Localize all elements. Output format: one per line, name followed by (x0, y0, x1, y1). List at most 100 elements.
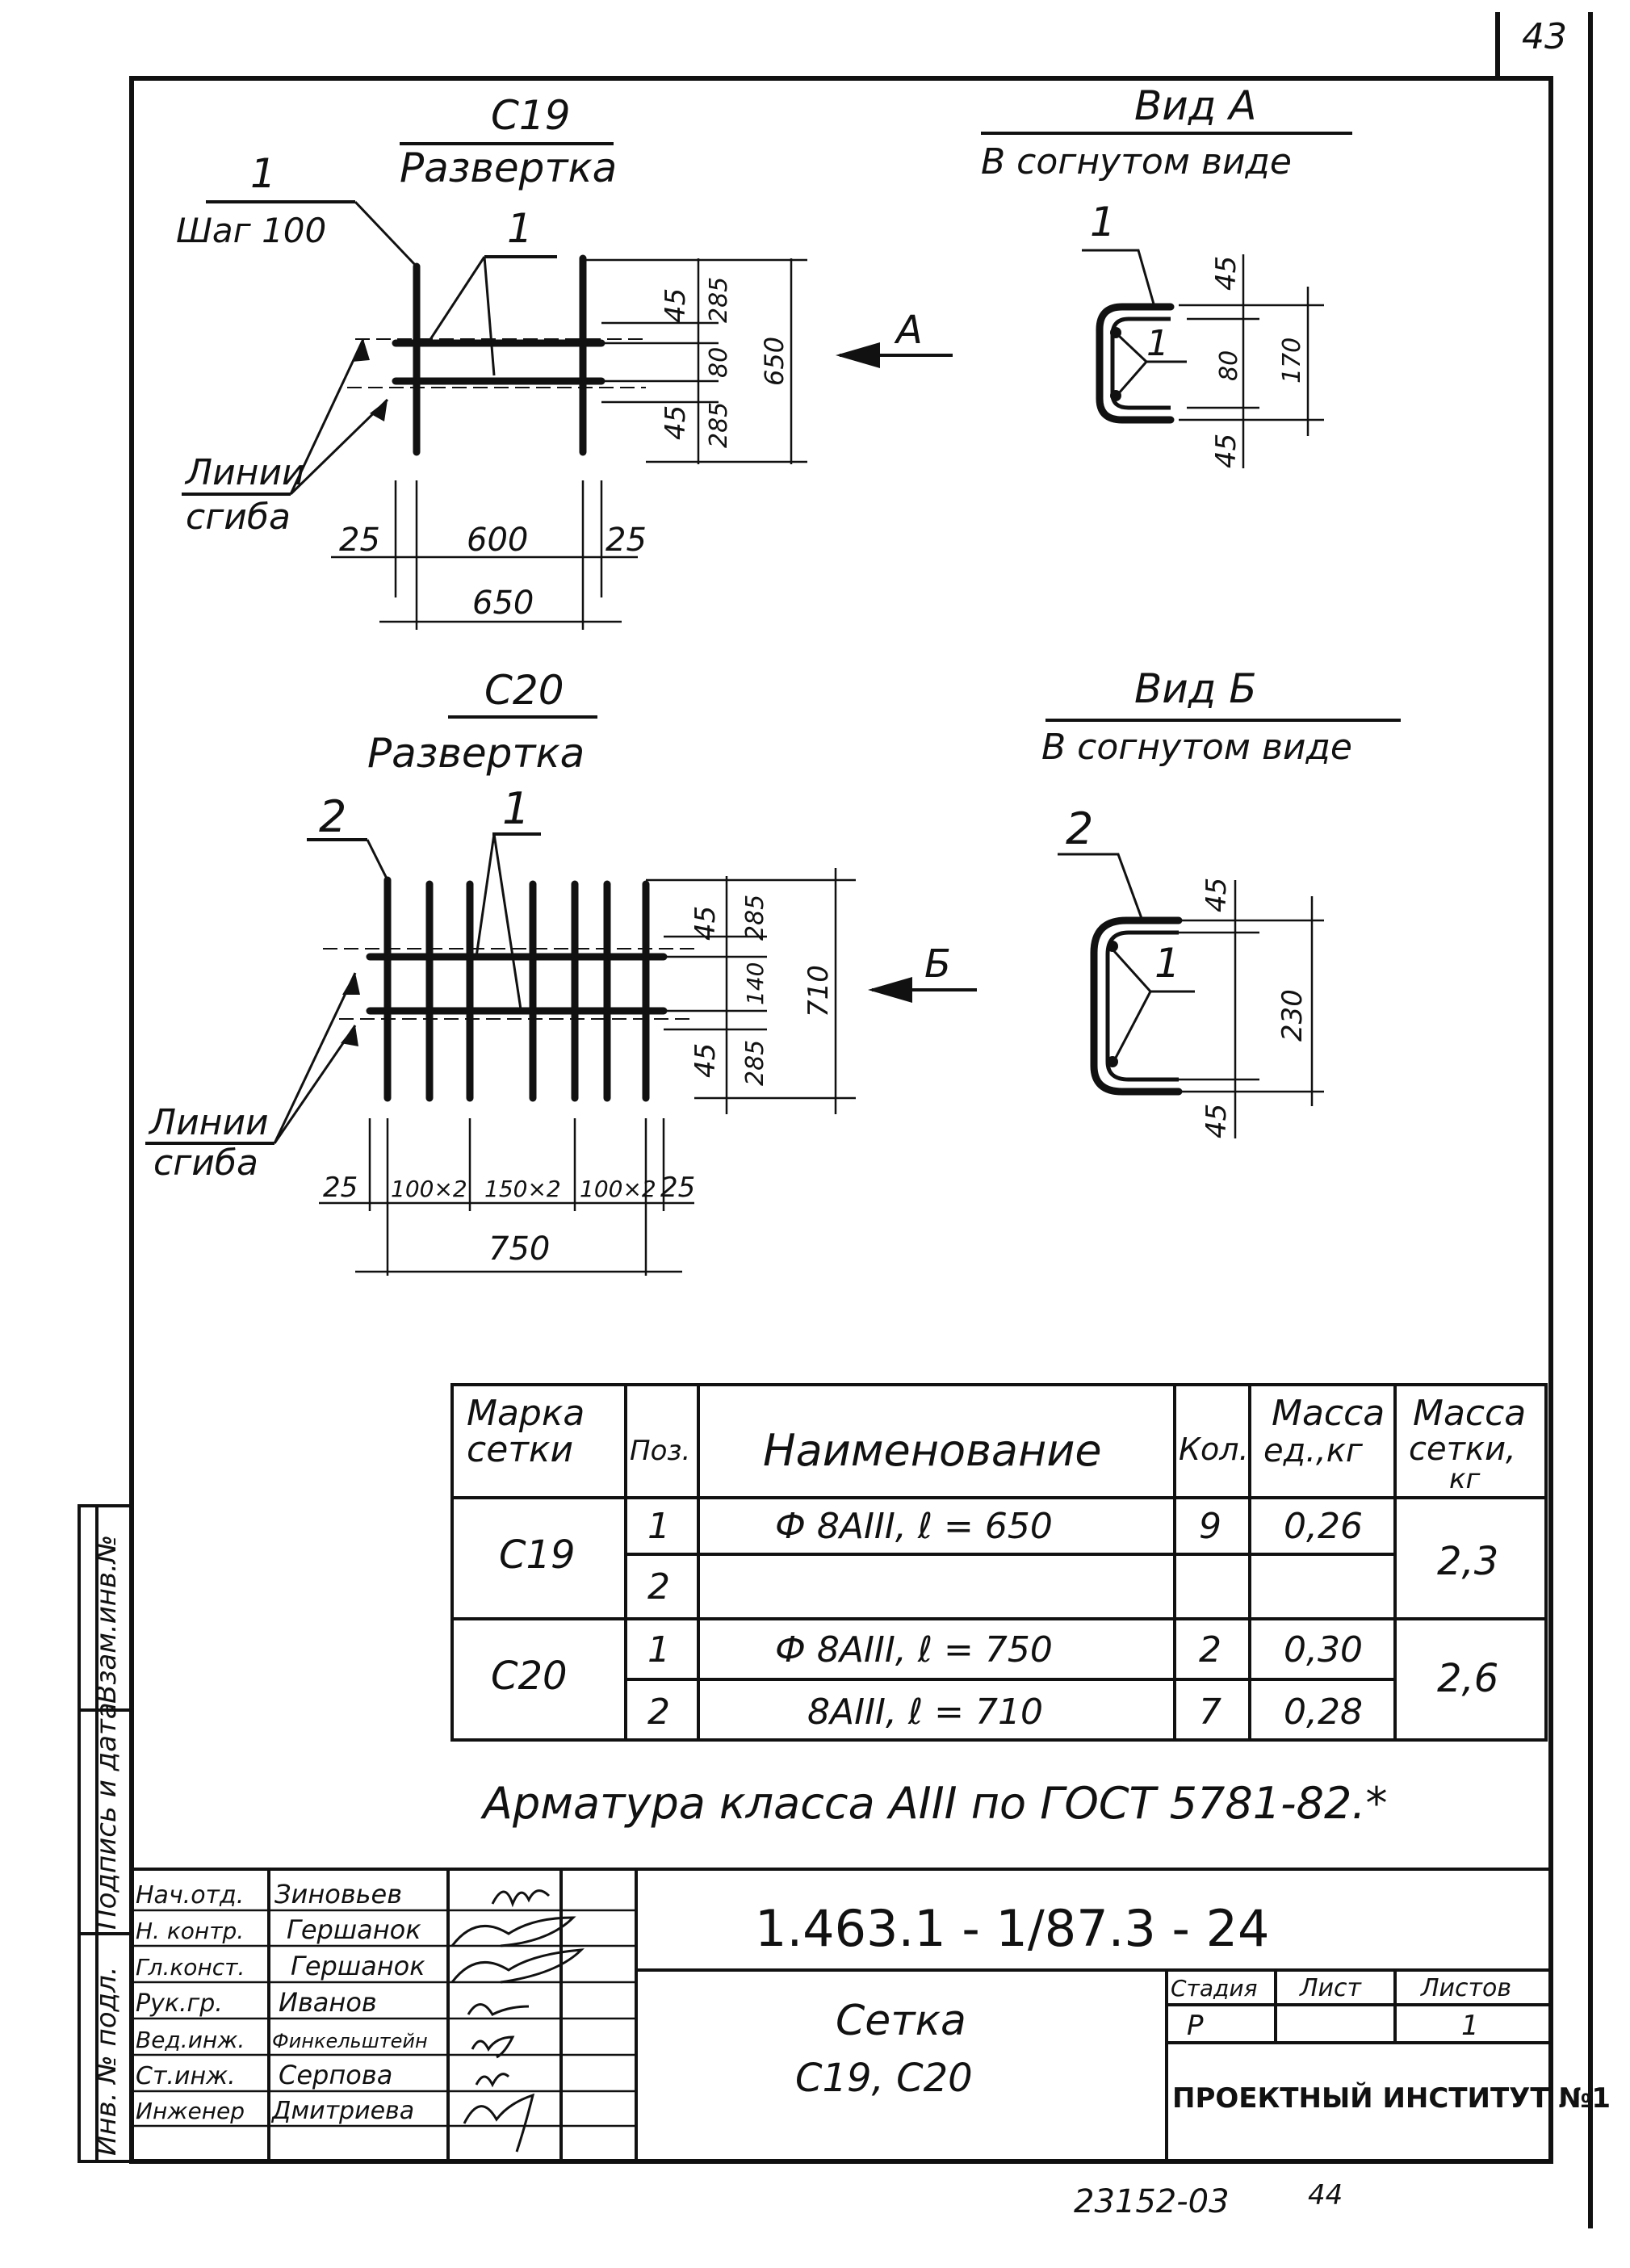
spec-row-3-mesh-mass: 2,6 (1437, 1656, 1498, 1701)
c20-pos1-leader-b (492, 833, 522, 1010)
c20-pos-label-1: 1 (502, 783, 530, 834)
c20-title: С20 (484, 667, 564, 714)
view-b-subtitle: В согнутом виде (1041, 727, 1352, 768)
spec-row-1-name: Ф 8АIII, ℓ = 650 (775, 1506, 1053, 1547)
c19-step-label: Шаг 100 (176, 211, 326, 250)
footer-number: 44 (1308, 2179, 1343, 2211)
c20-dim-25b: 25 (660, 1172, 695, 1204)
tb-role-6: Ст.инж. (136, 2062, 236, 2090)
tb-product-name-1: Сетка (836, 1997, 966, 2045)
view-b-pos-label: 2 (1066, 803, 1093, 854)
tb-stage-header: Стадия (1171, 1975, 1257, 2002)
c19-inner-pos-label: 1 (507, 205, 533, 252)
c20-dim-25a: 25 (323, 1172, 358, 1204)
c20-view-arrowhead (868, 977, 912, 1003)
spec-header-mesh-mass-3: кг (1449, 1463, 1481, 1495)
c19-bend-label-1: Линии (184, 452, 305, 493)
tb-name-6: Серпова (279, 2060, 392, 2090)
spec-row-2-pos: 2 (647, 1566, 670, 1608)
view-b-inner-leader-a (1113, 950, 1152, 993)
c20-bend-label-1: Линии (148, 1102, 269, 1143)
side-stamp-replacement: Взам.инв.№ (90, 1535, 123, 1704)
view-b: Вид Б В согнутом виде 2 1 45 230 45 (1041, 665, 1401, 1138)
drawing-frame (129, 76, 1553, 2164)
view-b-title: Вид Б (1134, 665, 1257, 712)
spec-row-3-qty: 2 (1199, 1629, 1221, 1671)
c19-inner-leader-a (426, 256, 486, 344)
spec-row-4-unit-mass: 0,28 (1284, 1692, 1363, 1733)
c19-dim-25b: 25 (605, 522, 647, 559)
c19-dim-600: 600 (467, 522, 528, 559)
c20-dim-150: 150×2 (484, 1176, 561, 1202)
spec-header-unit-mass-2: ед.,кг (1263, 1432, 1364, 1469)
tb-sheets-value: 1 (1461, 2010, 1479, 2042)
side-stamp: Взам.инв.№ Подпись и дата Инв. № подл. (78, 1504, 133, 2163)
c19-bend-arrow-b (370, 400, 388, 421)
spec-header-mesh-mass-2: сетки, (1409, 1431, 1516, 1468)
tb-name-3: Гершанок (291, 1951, 425, 1981)
c20-dim-750: 750 (488, 1230, 550, 1268)
view-a-inner-leader-b (1117, 361, 1148, 395)
c19-dim-285a: 285 (705, 277, 733, 323)
tb-person-rows (132, 1909, 636, 2128)
c20-dim-285a: 285 (741, 895, 769, 941)
tb-stage-value: Р (1187, 2010, 1204, 2042)
c19-leader-line (354, 200, 418, 268)
spec-row-4-qty: 7 (1199, 1692, 1221, 1733)
c20-bend-leader-b (273, 1025, 357, 1144)
spec-header-pos: Поз. (630, 1435, 690, 1467)
view-b-dim-45b: 45 (1201, 1104, 1233, 1138)
c19-dim-25a: 25 (339, 522, 380, 559)
view-a: Вид А В согнутом виде 1 1 45 80 170 45 (981, 82, 1352, 468)
c20-pos2-leader (366, 839, 389, 881)
rebar-class-note: Арматура класса АIII по ГОСТ 5781-82.* (480, 1778, 1387, 1829)
tb-role-7: Инженер (136, 2098, 245, 2124)
c20-bend-arrow-a (342, 973, 360, 995)
view-a-inner-leader-a (1117, 333, 1148, 363)
c19-bend-leader-b (289, 398, 389, 496)
c19-pos-label: 1 (250, 150, 276, 197)
c20-dim-710: 710 (802, 965, 835, 1017)
view-b-dim-230: 230 (1276, 989, 1309, 1042)
spec-row-1-mesh-mass: 2,3 (1437, 1539, 1498, 1584)
spec-row-1-pos: 1 (647, 1506, 670, 1547)
c20-arrow-label: Б (924, 941, 951, 987)
view-a-subtitle: В согнутом виде (981, 141, 1292, 182)
spec-row-3-pos: 1 (647, 1629, 670, 1671)
spec-header-unit-mass-1: Масса (1272, 1393, 1385, 1434)
spec-row-3-unit-mass: 0,30 (1284, 1629, 1363, 1671)
spec-row-1-unit-mass: 0,26 (1284, 1506, 1363, 1547)
spec-row-3-name: Ф 8АIII, ℓ = 750 (775, 1629, 1053, 1671)
tb-signature-3 (450, 1948, 585, 1984)
spec-row-3-mark: С20 (491, 1654, 568, 1699)
tb-name-4: Иванов (279, 1987, 377, 2018)
spec-table-border (450, 1383, 1548, 1742)
tb-role-1: Нач.отд. (136, 1881, 244, 1910)
c19-dim-650h: 650 (472, 585, 534, 622)
c20-pos-label-2: 2 (319, 791, 346, 842)
tb-role-2: Н. контр. (136, 1918, 244, 1944)
c19-bend-arrow-a (352, 339, 370, 362)
c20-dim-140: 140 (742, 962, 769, 1005)
spec-row-1-qty: 9 (1199, 1506, 1221, 1547)
spec-header-mesh-mass-1: Масса (1413, 1393, 1526, 1434)
view-b-leader (1058, 853, 1144, 921)
spec-row-1-mark: С19 (499, 1532, 576, 1578)
view-a-dim-80: 80 (1215, 350, 1243, 381)
tb-signature-1 (491, 1889, 551, 1908)
spec-header-mark-2: сетки (467, 1429, 573, 1470)
c19-inner-leader-b (483, 256, 496, 376)
tb-name-7: Дмитриева (270, 2097, 414, 2125)
tb-signature-5 (471, 2035, 515, 2059)
view-a-pos-label: 1 (1090, 199, 1116, 245)
c20-dim-100a: 100×2 (391, 1176, 467, 1202)
c19-dim-45a: 45 (660, 288, 692, 323)
spec-table: Марка сетки Поз. Наименование Кол. Масса… (450, 1383, 1548, 1742)
view-b-dim-45a: 45 (1201, 878, 1233, 912)
view-a-dim-170: 170 (1278, 337, 1306, 384)
c20-dim-45a: 45 (689, 906, 722, 941)
view-a-dim-45b: 45 (1210, 434, 1242, 468)
tb-role-4: Рук.гр. (136, 1989, 223, 2018)
view-a-title: Вид А (1134, 82, 1256, 129)
c19-arrow-label: А (894, 308, 923, 353)
